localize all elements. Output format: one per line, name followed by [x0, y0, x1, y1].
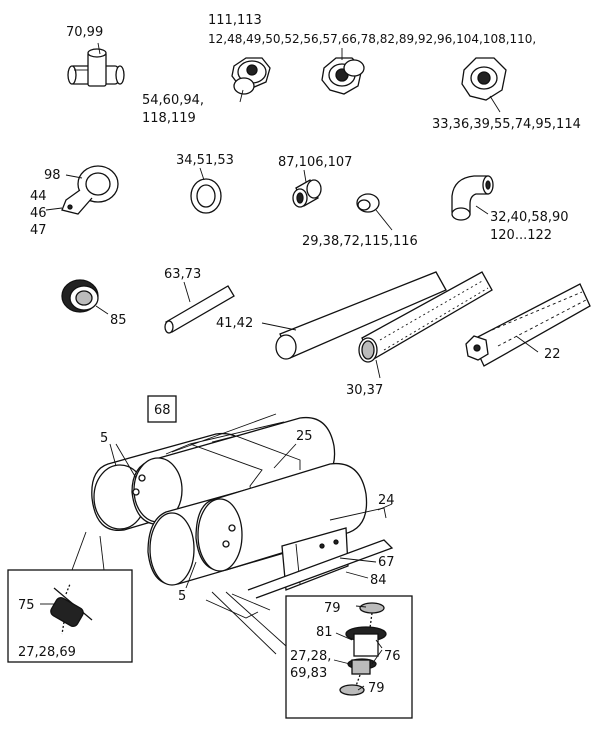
label-5-rear: 5: [100, 431, 108, 446]
label-111-113: 111,113: [208, 13, 262, 28]
label-27-28: 27,28,: [290, 649, 331, 664]
hex-tube-part: [465, 283, 591, 367]
inline-filter-part: [50, 583, 93, 635]
label-41-42: 41,42: [216, 316, 253, 331]
washer-part: [190, 178, 222, 214]
label-70-99: 70,99: [66, 25, 103, 40]
union-nut-part: [231, 57, 271, 95]
grommet-part: [61, 279, 99, 313]
label-118-119: 118,119: [142, 111, 196, 126]
label-84: 84: [370, 573, 387, 588]
tube-large-part: [275, 271, 447, 360]
label-68: 68: [154, 403, 171, 418]
label-81: 81: [316, 625, 333, 640]
label-67: 67: [378, 555, 395, 570]
braided-hose-part: [358, 271, 493, 363]
label-47: 47: [30, 223, 47, 238]
label-24: 24: [378, 493, 395, 508]
tee-fitting-part: [67, 48, 125, 87]
label-87-107: 87,106,107: [278, 155, 352, 170]
sleeve-part: [292, 179, 322, 208]
label-85: 85: [110, 313, 127, 328]
elbow-fitting-part: [451, 175, 494, 221]
label-34-53: 34,51,53: [176, 153, 234, 168]
drain-plug-inset-box: [285, 595, 413, 719]
union-fitting-part: [321, 57, 365, 95]
small-tube-part: [164, 285, 235, 334]
label-69-83: 69,83: [290, 666, 327, 681]
label-79-bottom: 79: [368, 681, 385, 696]
reference-box-68: [147, 395, 177, 423]
label-76: 76: [384, 649, 401, 664]
ring-part: [356, 193, 380, 213]
label-30-37: 30,37: [346, 383, 383, 398]
label-33-114: 33,36,39,55,74,95,114: [432, 117, 581, 132]
label-5-front: 5: [178, 589, 186, 604]
drain-plug-part: [339, 602, 387, 696]
label-44: 44: [30, 189, 47, 204]
label-46: 46: [30, 206, 47, 221]
label-63-73: 63,73: [164, 267, 201, 282]
label-29-116: 29,38,72,115,116: [302, 234, 418, 249]
label-54-94: 54,60,94,: [142, 93, 204, 108]
hex-nut-part: [461, 57, 507, 101]
label-75: 75: [18, 598, 35, 613]
label-98: 98: [44, 168, 61, 183]
fuel-tank-assembly: [91, 413, 394, 619]
label-22: 22: [544, 347, 561, 362]
label-27-69: 27,28,69: [18, 645, 76, 660]
label-25: 25: [296, 429, 313, 444]
label-120-122: 120...122: [490, 228, 552, 243]
label-32-90: 32,40,58,90: [490, 210, 569, 225]
label-79-top: 79: [324, 601, 341, 616]
pipe-clamp-part: [61, 165, 119, 215]
label-12-110: 12,48,49,50,52,56,57,66,78,82,89,92,96,1…: [208, 32, 536, 46]
